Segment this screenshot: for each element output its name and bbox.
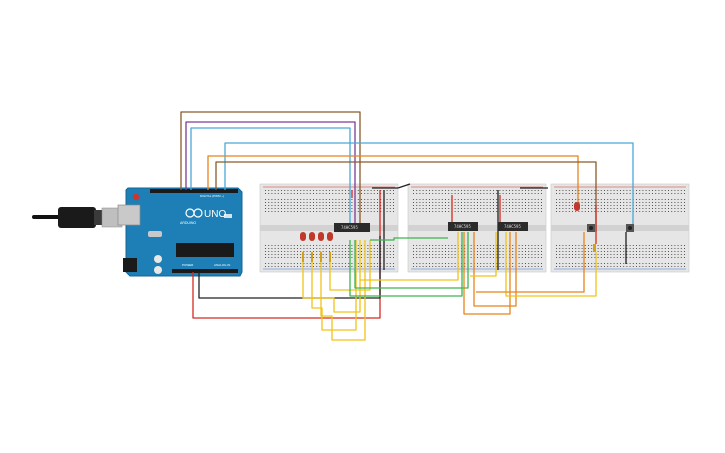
led-2[interactable] <box>309 232 315 262</box>
wire[interactable] <box>190 127 351 232</box>
atmega-chip <box>176 243 234 257</box>
wire[interactable] <box>505 232 597 297</box>
wire[interactable] <box>349 232 463 297</box>
chip-label: 74HC595 <box>454 224 471 229</box>
push-button-1[interactable] <box>587 224 595 232</box>
wire[interactable] <box>360 232 459 281</box>
wire[interactable] <box>302 240 361 313</box>
chip-label: 74HC595 <box>341 225 358 230</box>
wire[interactable] <box>397 183 411 189</box>
power-label: POWER <box>182 263 194 267</box>
capacitor <box>154 255 162 263</box>
analog-label: ANALOG IN <box>214 263 230 267</box>
led-4[interactable] <box>327 232 333 262</box>
wires <box>180 111 634 341</box>
wire[interactable] <box>185 121 356 232</box>
led-3[interactable] <box>318 232 324 262</box>
pull-down-resistor <box>593 244 596 252</box>
shift-register-2[interactable]: 74HC595 <box>448 222 478 231</box>
digital-header[interactable] <box>150 189 238 193</box>
model-label: UNO <box>204 209 226 220</box>
usb-port <box>117 204 141 226</box>
wire[interactable] <box>354 232 469 289</box>
arduino-logo <box>185 208 203 218</box>
breadboard-1 <box>259 183 399 273</box>
push-button-2[interactable] <box>626 224 634 232</box>
wire[interactable] <box>470 232 497 277</box>
capacitor <box>154 266 162 274</box>
wire[interactable] <box>473 232 517 307</box>
on-led <box>224 214 232 218</box>
power-jack <box>123 258 137 272</box>
arduino-uno-board[interactable]: UNO ARDUINO DIGITAL (PWM ~) ANALOG IN PO… <box>117 187 243 277</box>
usb-cable[interactable] <box>32 207 123 228</box>
crystal <box>148 231 162 237</box>
wire[interactable] <box>180 111 361 232</box>
wire[interactable] <box>463 232 511 315</box>
digital-label: DIGITAL (PWM ~) <box>200 194 224 198</box>
led-array <box>300 232 333 262</box>
brand-label: ARDUINO <box>180 221 196 225</box>
wire[interactable] <box>476 232 585 293</box>
reset-button[interactable] <box>132 193 140 201</box>
breadboard-3 <box>550 183 690 273</box>
wire[interactable] <box>224 142 634 232</box>
shift-register-1[interactable]: 74HC595 <box>334 223 370 232</box>
wire[interactable] <box>370 237 448 241</box>
analog-power-header[interactable] <box>172 269 238 273</box>
chip-label: 74HC595 <box>504 224 521 229</box>
wire[interactable] <box>215 161 597 232</box>
led-1[interactable] <box>300 232 306 262</box>
wire[interactable] <box>320 240 366 341</box>
wire[interactable] <box>311 240 357 331</box>
shift-register-3[interactable]: 74HC595 <box>498 222 528 231</box>
wire[interactable] <box>207 155 579 202</box>
status-led[interactable] <box>574 202 580 211</box>
wire[interactable] <box>198 236 381 299</box>
